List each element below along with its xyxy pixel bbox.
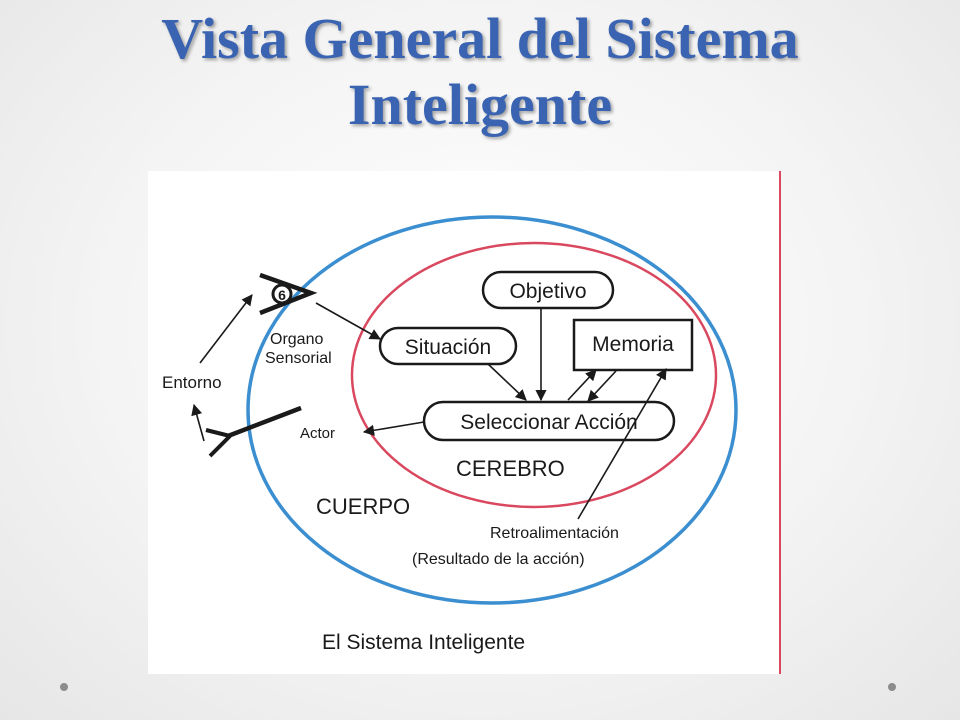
svg-text:6: 6 xyxy=(278,287,286,303)
body-ellipse xyxy=(246,215,738,605)
situacion-node xyxy=(378,326,518,366)
arrow-situacion-to-accion xyxy=(487,363,527,401)
slide-dot-right xyxy=(888,683,896,691)
retro-label-line2: (Resultado de la acción) xyxy=(412,551,585,568)
arrow-accion-to-memoria xyxy=(567,369,597,401)
cuerpo-label: CUERPO xyxy=(316,494,410,519)
objetivo-node xyxy=(481,270,615,310)
objetivo-label: Objetivo xyxy=(509,280,586,303)
actor-label: Actor xyxy=(300,425,335,442)
diagram-svg: Objetivo Memoria Situación Seleccionar A… xyxy=(162,215,738,654)
seleccionar-accion-node xyxy=(422,400,676,442)
situacion-label: Situación xyxy=(405,336,491,359)
memoria-node xyxy=(572,318,694,372)
memoria-label: Memoria xyxy=(592,333,674,356)
arrow-entorno-to-organo xyxy=(199,294,253,364)
slide-title: Vista General del Sistema Inteligente xyxy=(0,6,960,138)
title-line-1: Vista General del Sistema xyxy=(161,6,799,71)
organo-label-line2: Sensorial xyxy=(265,350,332,367)
eye-icon: 6 xyxy=(259,272,318,316)
cerebro-label: CEREBRO xyxy=(456,456,565,481)
slide-dot-left xyxy=(60,683,68,691)
diagram-figure: Objetivo Memoria Situación Seleccionar A… xyxy=(148,171,780,674)
arrow-actor-to-entorno xyxy=(191,403,205,442)
figure-right-edge xyxy=(779,171,781,674)
arrow-memoria-to-accion xyxy=(587,370,617,402)
arrow-accion-to-actor xyxy=(362,421,425,436)
arrow-feedback-to-memoria xyxy=(577,368,667,520)
arrow-organo-to-situacion xyxy=(315,302,381,340)
brain-ellipse xyxy=(350,241,718,509)
entorno-label: Entorno xyxy=(162,373,222,392)
title-line-2: Inteligente xyxy=(347,72,613,137)
diagram-caption: El Sistema Inteligente xyxy=(322,631,525,654)
organo-label-line1: Organo xyxy=(270,331,323,348)
actuator-icon xyxy=(205,405,302,458)
seleccionar-accion-label: Seleccionar Acción xyxy=(460,411,637,434)
retro-label-line1: Retroalimentación xyxy=(490,525,619,542)
